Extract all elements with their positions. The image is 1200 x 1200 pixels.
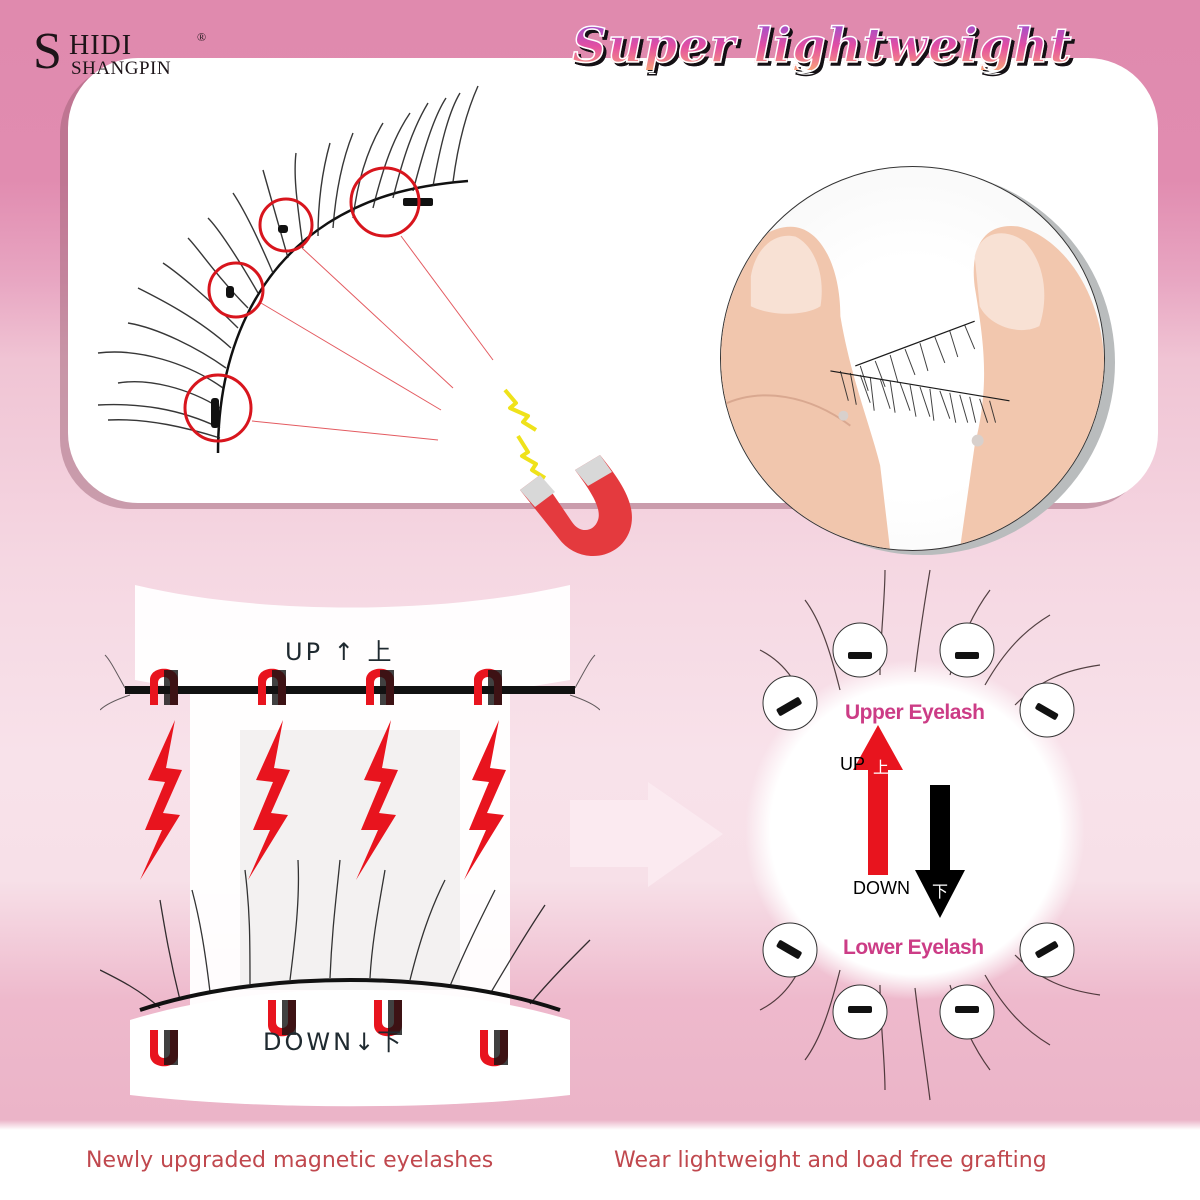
applicator-down-label: DOWN↓下 <box>263 1022 404 1057</box>
registered-mark: ® <box>197 30 207 44</box>
caption-left: Newly upgraded magnetic eyelashes <box>86 1148 494 1173</box>
down-text: DOWN <box>263 1028 355 1056</box>
upper-lower-lash-diagram <box>745 569 1101 1101</box>
lower-magnets <box>150 1000 508 1067</box>
upper-eyelash-label: Upper Eyelash <box>845 701 985 724</box>
horseshoe-magnet-icon <box>520 455 632 557</box>
lower-eyelash-label: Lower Eyelash <box>843 936 984 959</box>
diagram-down-text: DOWN <box>853 878 910 898</box>
lightning-bolts <box>140 720 506 880</box>
arrow-up-icon: ↑ <box>333 638 357 666</box>
upper-magnets <box>150 668 502 705</box>
top-card <box>68 58 1158 551</box>
diagram-up-text: UP <box>840 754 866 774</box>
up-cn-text: 上 <box>367 638 395 666</box>
fingers-holding-lashes-image <box>721 226 1104 550</box>
headline: Super lightweight <box>571 18 1073 74</box>
magnetic-applicator-illustration <box>100 585 600 1107</box>
caption-right: Wear lightweight and load free grafting <box>614 1148 1047 1173</box>
applicator-up-label: UP ↑ 上 <box>285 632 394 667</box>
arrow-down-icon: ↓ <box>354 1028 378 1056</box>
diagram-down-cn-text: 下 <box>932 882 949 901</box>
brand-name-top: HIDI <box>69 30 133 61</box>
brand-name-bottom: SHANGPIN <box>71 58 172 79</box>
up-text: UP <box>285 638 324 666</box>
down-cn-text: 下 <box>377 1028 405 1056</box>
product-photo <box>720 166 1105 551</box>
lash-magnet-diagram <box>97 85 547 480</box>
brand-initial: S <box>33 23 62 80</box>
arrow-right-icon <box>570 782 723 887</box>
diagram-up-cn-text: 上 <box>873 758 890 777</box>
